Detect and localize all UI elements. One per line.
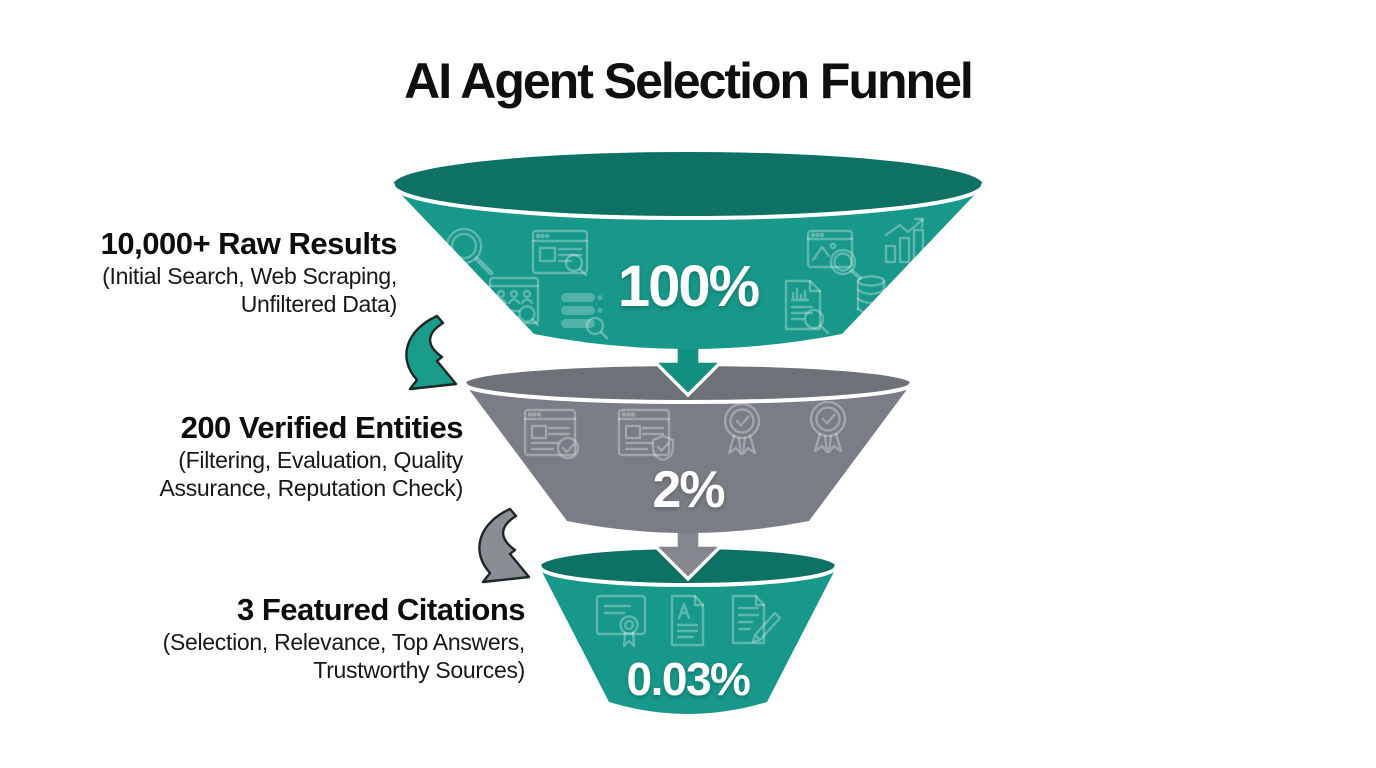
stage-2-heading: 200 Verified Entities: [180, 410, 464, 445]
stage-1-description-line2: Unfiltered Data): [240, 291, 398, 317]
funnel-stage-2-body: [465, 384, 911, 533]
document-a-icon: [670, 594, 705, 647]
page-title: AI Agent Selection Funnel: [404, 53, 974, 109]
database-globe-icon: [856, 275, 902, 319]
funnel-stage-1: [391, 152, 985, 349]
stage-2-label: 200 Verified Entities (Filtering, Evalua…: [33, 410, 463, 502]
team-search-icon: [488, 276, 540, 327]
stage-3-description-line1: (Selection, Relevance, Top Answers,: [162, 629, 526, 655]
report-search-icon: [784, 279, 830, 335]
funnel-stage-3-rim-highlight: [538, 565, 838, 587]
stage-1-description-line1: (Initial Search, Web Scraping,: [102, 263, 397, 289]
browser-shield-icon: [617, 408, 675, 462]
stage-3-percent: 0.03%: [626, 653, 751, 705]
stage-3-label: 3 Featured Citations (Selection, Relevan…: [95, 592, 526, 684]
bar-chart-growth-icon: [884, 217, 925, 264]
stage-1-percent: 100%: [617, 254, 760, 319]
stage-3-description-line2: Trustworthy Sources): [313, 657, 525, 683]
award-badge-icon: [723, 402, 761, 456]
funnel-stage-1-rim: [393, 152, 983, 218]
stage-3-heading: 3 Featured Citations: [237, 592, 526, 627]
stage-1-label: 10,000+ Raw Results (Initial Search, Web…: [0, 226, 398, 318]
stage-2-percent: 2%: [652, 461, 725, 519]
funnel-stage-3-body: [540, 568, 836, 714]
curved-arrow-1: [405, 314, 458, 391]
award-badge-icon: [809, 400, 847, 454]
stage-2-description-line2: Assurance, Reputation Check): [159, 475, 463, 501]
document-pencil-icon: [731, 594, 782, 645]
stage-2-description-line1: (Filtering, Evaluation, Quality: [178, 447, 463, 473]
magnifier-icon: [445, 227, 494, 276]
image-search-icon: [806, 229, 862, 280]
funnel-stage-3: [538, 549, 838, 714]
browser-search-icon: [531, 229, 589, 277]
funnel-stage-1-rim-highlight: [391, 183, 985, 220]
funnel-stage-1-body: [393, 186, 983, 349]
curved-arrow-2: [478, 507, 531, 584]
stage-1-heading: 10,000+ Raw Results: [100, 226, 398, 261]
certificate-icon: [595, 594, 647, 648]
funnel-stage-2-rim-highlight: [463, 382, 913, 404]
browser-check-icon: [523, 408, 580, 460]
server-search-icon: [561, 293, 609, 340]
